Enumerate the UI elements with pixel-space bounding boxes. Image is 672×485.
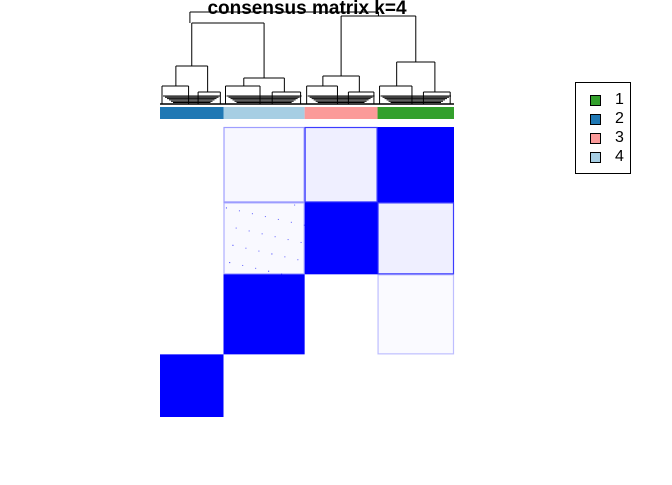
cell-speckle bbox=[229, 262, 231, 264]
cell-block-fill bbox=[378, 274, 454, 354]
legend-item-2: 2 bbox=[590, 111, 624, 127]
cell-block-2-2 bbox=[160, 354, 224, 417]
cell-speckle bbox=[300, 241, 302, 243]
cell-speckle bbox=[300, 241, 302, 243]
cell-speckle bbox=[238, 210, 240, 212]
cell-speckle bbox=[235, 227, 237, 229]
cell-speckle bbox=[235, 227, 237, 229]
cell-block-fill bbox=[304, 127, 378, 203]
cell-speckle bbox=[258, 250, 260, 252]
cell-speckle bbox=[277, 218, 279, 220]
cell-block-4-1 bbox=[377, 274, 455, 355]
cell-speckle bbox=[268, 270, 270, 272]
chart-title: consensus matrix k=4 bbox=[207, 0, 407, 19]
cell-speckle bbox=[232, 244, 234, 246]
cell-speckle bbox=[281, 273, 283, 275]
cell-speckle bbox=[242, 264, 244, 266]
cell-speckle bbox=[294, 204, 296, 206]
cell-block-3-1 bbox=[377, 202, 455, 275]
legend-label-1: 1 bbox=[615, 91, 624, 108]
cell-block-3-4 bbox=[223, 202, 305, 275]
cell-speckle bbox=[245, 247, 247, 249]
annotation-segment-4 bbox=[223, 107, 305, 119]
cell-speckle bbox=[303, 224, 305, 226]
cell-speckle bbox=[232, 244, 234, 246]
legend-item-4: 4 bbox=[590, 149, 624, 165]
cluster-annotation-bar bbox=[160, 107, 454, 119]
cell-speckle bbox=[297, 259, 299, 261]
cell-speckle bbox=[258, 250, 260, 252]
cell-speckle bbox=[248, 230, 250, 232]
legend-swatch-2 bbox=[590, 113, 601, 125]
cell-block-3-3 bbox=[304, 202, 378, 275]
cell-speckle bbox=[284, 256, 286, 258]
cell-block-fill bbox=[377, 202, 454, 275]
legend-label-2: 2 bbox=[615, 110, 624, 127]
cell-speckle bbox=[251, 213, 253, 215]
annotation-segment-3 bbox=[304, 107, 378, 119]
cell-speckle bbox=[264, 216, 266, 218]
cell-speckle bbox=[271, 253, 273, 255]
cell-speckle bbox=[255, 267, 257, 269]
cell-block-edge bbox=[304, 126, 378, 203]
cell-speckle bbox=[303, 224, 305, 226]
column-dendrogram bbox=[160, 11, 454, 105]
cell-speckle bbox=[277, 218, 279, 220]
legend-label-4: 4 bbox=[615, 148, 624, 165]
cell-speckle bbox=[245, 247, 247, 249]
annotation-segment-1 bbox=[377, 107, 454, 119]
cell-block-fill bbox=[224, 127, 305, 202]
cell-speckle bbox=[229, 262, 231, 264]
cell-speckle bbox=[287, 239, 289, 241]
cell-block-1-1 bbox=[377, 127, 454, 203]
cell-block-edge bbox=[377, 202, 455, 275]
cell-speckle bbox=[242, 264, 244, 266]
cell-speckle bbox=[248, 230, 250, 232]
cell-block-edge bbox=[223, 126, 305, 203]
cell-speckle bbox=[261, 233, 263, 235]
cell-speckle bbox=[255, 267, 257, 269]
cell-speckle bbox=[232, 244, 234, 246]
cell-speckle bbox=[251, 213, 253, 215]
cell-speckle bbox=[274, 236, 276, 238]
cell-speckle bbox=[271, 253, 273, 255]
cell-speckle bbox=[297, 259, 299, 261]
cell-speckle bbox=[271, 253, 273, 255]
annotation-segment-2 bbox=[160, 107, 224, 119]
cell-speckle bbox=[225, 207, 227, 209]
cell-speckle bbox=[264, 216, 266, 218]
cell-speckle bbox=[294, 204, 296, 206]
cell-block-fill bbox=[224, 202, 305, 274]
legend-swatch-1 bbox=[590, 94, 601, 106]
cell-speckle bbox=[281, 273, 283, 275]
legend-label-3: 3 bbox=[615, 129, 624, 146]
cell-speckle bbox=[290, 221, 292, 223]
legend-item-3: 3 bbox=[590, 130, 624, 146]
cell-block-1-3 bbox=[304, 126, 378, 203]
cell-speckle bbox=[261, 233, 263, 235]
cell-speckle bbox=[225, 207, 227, 209]
cell-speckle bbox=[284, 256, 286, 258]
cell-speckle bbox=[287, 239, 289, 241]
cell-block-edge bbox=[223, 202, 305, 275]
cell-speckle bbox=[290, 221, 292, 223]
cell-block-1-4 bbox=[223, 126, 305, 203]
heatmap-body bbox=[160, 126, 455, 417]
legend-swatch-3 bbox=[590, 132, 601, 144]
legend-item-1: 1 bbox=[590, 92, 624, 108]
legend: 1 2 3 4 bbox=[575, 82, 631, 174]
cell-speckle bbox=[268, 270, 270, 272]
cell-speckle bbox=[268, 270, 270, 272]
legend-swatch-4 bbox=[590, 151, 601, 163]
cell-block-edge bbox=[377, 274, 455, 355]
cell-block-4-4 bbox=[223, 274, 305, 355]
cell-speckle bbox=[274, 236, 276, 238]
cell-speckle bbox=[238, 210, 240, 212]
cell-speckle bbox=[229, 262, 231, 264]
cell-speckle bbox=[225, 207, 227, 209]
